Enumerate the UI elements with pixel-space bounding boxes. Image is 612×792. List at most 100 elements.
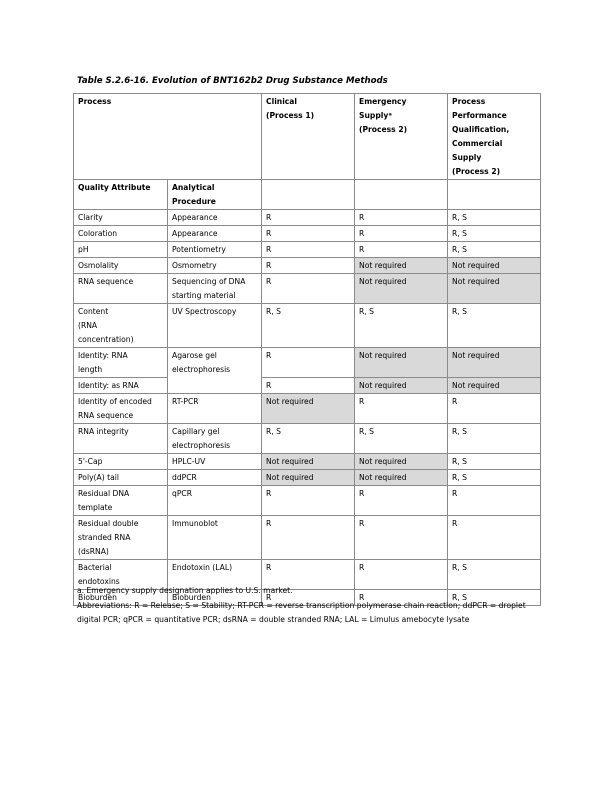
emergency-supply-cell: Not required (354, 453, 449, 470)
analytical-procedure-cell: Appearance (166, 209, 263, 226)
ppq-commercial-cell: R, S (447, 589, 542, 606)
table-caption: Table S.2.6-16. Evolution of BNT162b2 Dr… (77, 76, 388, 86)
analytical-procedure-cell: ddPCR (166, 469, 263, 486)
ppq-commercial-cell: R, S (447, 241, 542, 258)
emergency-supply-cell: R, S (354, 303, 449, 348)
ppq-commercial-cell: R, S (447, 423, 542, 454)
analytical-procedure-cell: Potentiometry (166, 241, 263, 258)
drug-substance-methods-table: Process Clinical (Process 1) Emergency S… (72, 93, 542, 606)
emergency-supply-cell: R (354, 485, 449, 516)
ppq-commercial-cell: R (447, 393, 542, 424)
clinical-cell: R (261, 225, 356, 242)
quality-attribute-cell: Identity: RNA length (73, 347, 168, 378)
quality-attribute-cell: Residual double stranded RNA (dsRNA) (73, 515, 168, 560)
clinical-cell: R (261, 241, 356, 258)
header-analytical-procedure: Analytical Procedure (166, 179, 263, 210)
quality-attribute-cell: RNA integrity (73, 423, 168, 454)
analytical-procedure-cell: qPCR (166, 485, 263, 516)
emergency-supply-cell: R (354, 515, 449, 560)
analytical-procedure-cell: UV Spectroscopy (166, 303, 263, 348)
emergency-supply-cell: R (354, 225, 449, 242)
quality-attribute-cell: pH (73, 241, 168, 258)
ppq-commercial-cell: R, S (447, 209, 542, 226)
analytical-procedure-cell: Osmometry (166, 257, 263, 274)
quality-attribute-cell: Residual DNA template (73, 485, 168, 516)
ppq-commercial-cell: Not required (447, 257, 542, 274)
quality-attribute-cell: Osmolality (73, 257, 168, 274)
ppq-commercial-cell: Not required (447, 347, 542, 378)
clinical-cell: R (261, 273, 356, 304)
ppq-commercial-cell: R (447, 515, 542, 560)
header-empty-cell (354, 179, 449, 210)
ppq-commercial-cell: R, S (447, 453, 542, 470)
header-row-process: Process Clinical (Process 1) Emergency S… (72, 93, 542, 180)
analytical-procedure-cell: HPLC-UV (166, 453, 263, 470)
ppq-commercial-cell: R, S (447, 469, 542, 486)
header-ppq: Process Performance Qualification, Comme… (447, 93, 542, 180)
clinical-cell: R (261, 209, 356, 226)
emergency-supply-cell: Not required (354, 377, 449, 394)
footnotes: a. Emergency supply designation applies … (77, 584, 547, 628)
clinical-cell: R, S (261, 303, 356, 348)
clinical-cell: R (261, 347, 356, 378)
analytical-procedure-cell: Immunoblot (166, 515, 263, 560)
ppq-commercial-cell: R, S (447, 225, 542, 242)
quality-attribute-cell: Identity: as RNA (73, 377, 168, 394)
emergency-supply-cell: R, S (354, 423, 449, 454)
ppq-commercial-cell: R (447, 485, 542, 516)
emergency-supply-cell: R (354, 209, 449, 226)
ppq-commercial-cell: Not required (447, 377, 542, 394)
header-row-attributes: Quality Attribute Analytical Procedure (73, 179, 542, 210)
footnote-abbreviations: Abbreviations: R = Release; S = Stabilit… (77, 600, 526, 625)
header-empty-cell (447, 179, 542, 210)
clinical-cell: Not required (261, 469, 356, 486)
emergency-supply-cell: Not required (354, 469, 449, 486)
clinical-cell: R (261, 559, 356, 590)
table-row: Content (RNA concentration)UV Spectrosco… (73, 303, 542, 348)
clinical-cell: Not required (261, 453, 356, 470)
emergency-supply-cell: R (354, 393, 449, 424)
analytical-procedure-cell: Bioburden (166, 589, 263, 606)
analytical-procedure-cell: Sequencing of DNA starting material (166, 273, 263, 304)
quality-attribute-cell: Clarity (73, 209, 168, 226)
header-emergency: Emergency Supplyᵃ (Process 2) (354, 93, 449, 180)
table-row: Residual double stranded RNA (dsRNA)Immu… (73, 515, 542, 560)
quality-attribute-cell: 5'-Cap (73, 453, 168, 470)
header-empty-cell (261, 179, 356, 210)
analytical-procedure-cell: Capillary gel electrophoresis (166, 423, 263, 454)
clinical-cell: R, S (261, 423, 356, 454)
emergency-supply-cell: Not required (354, 273, 449, 304)
header-quality-attribute: Quality Attribute (73, 179, 168, 210)
emergency-supply-cell: Not required (354, 347, 449, 378)
analytical-procedure-cell: Endotoxin (LAL) (166, 559, 263, 590)
clinical-cell: Not required (261, 393, 356, 424)
quality-attribute-cell: Bacterial endotoxins (73, 559, 168, 590)
emergency-supply-cell: R (354, 241, 449, 258)
analytical-procedure-cell: Agarose gel electrophoresis (166, 347, 263, 394)
quality-attribute-cell: Coloration (73, 225, 168, 242)
quality-attribute-cell: RNA sequence (73, 273, 168, 304)
clinical-cell: R (261, 257, 356, 274)
header-clinical: Clinical (Process 1) (261, 93, 356, 180)
clinical-cell: R (261, 515, 356, 560)
analytical-procedure-cell: RT-PCR (166, 393, 263, 424)
emergency-supply-cell: Not required (354, 257, 449, 274)
ppq-commercial-cell: Not required (447, 273, 542, 304)
clinical-cell: R (261, 485, 356, 516)
header-process: Process (72, 93, 263, 180)
ppq-commercial-cell: R, S (447, 303, 542, 348)
footnote-a: a. Emergency supply designation applies … (77, 586, 293, 595)
